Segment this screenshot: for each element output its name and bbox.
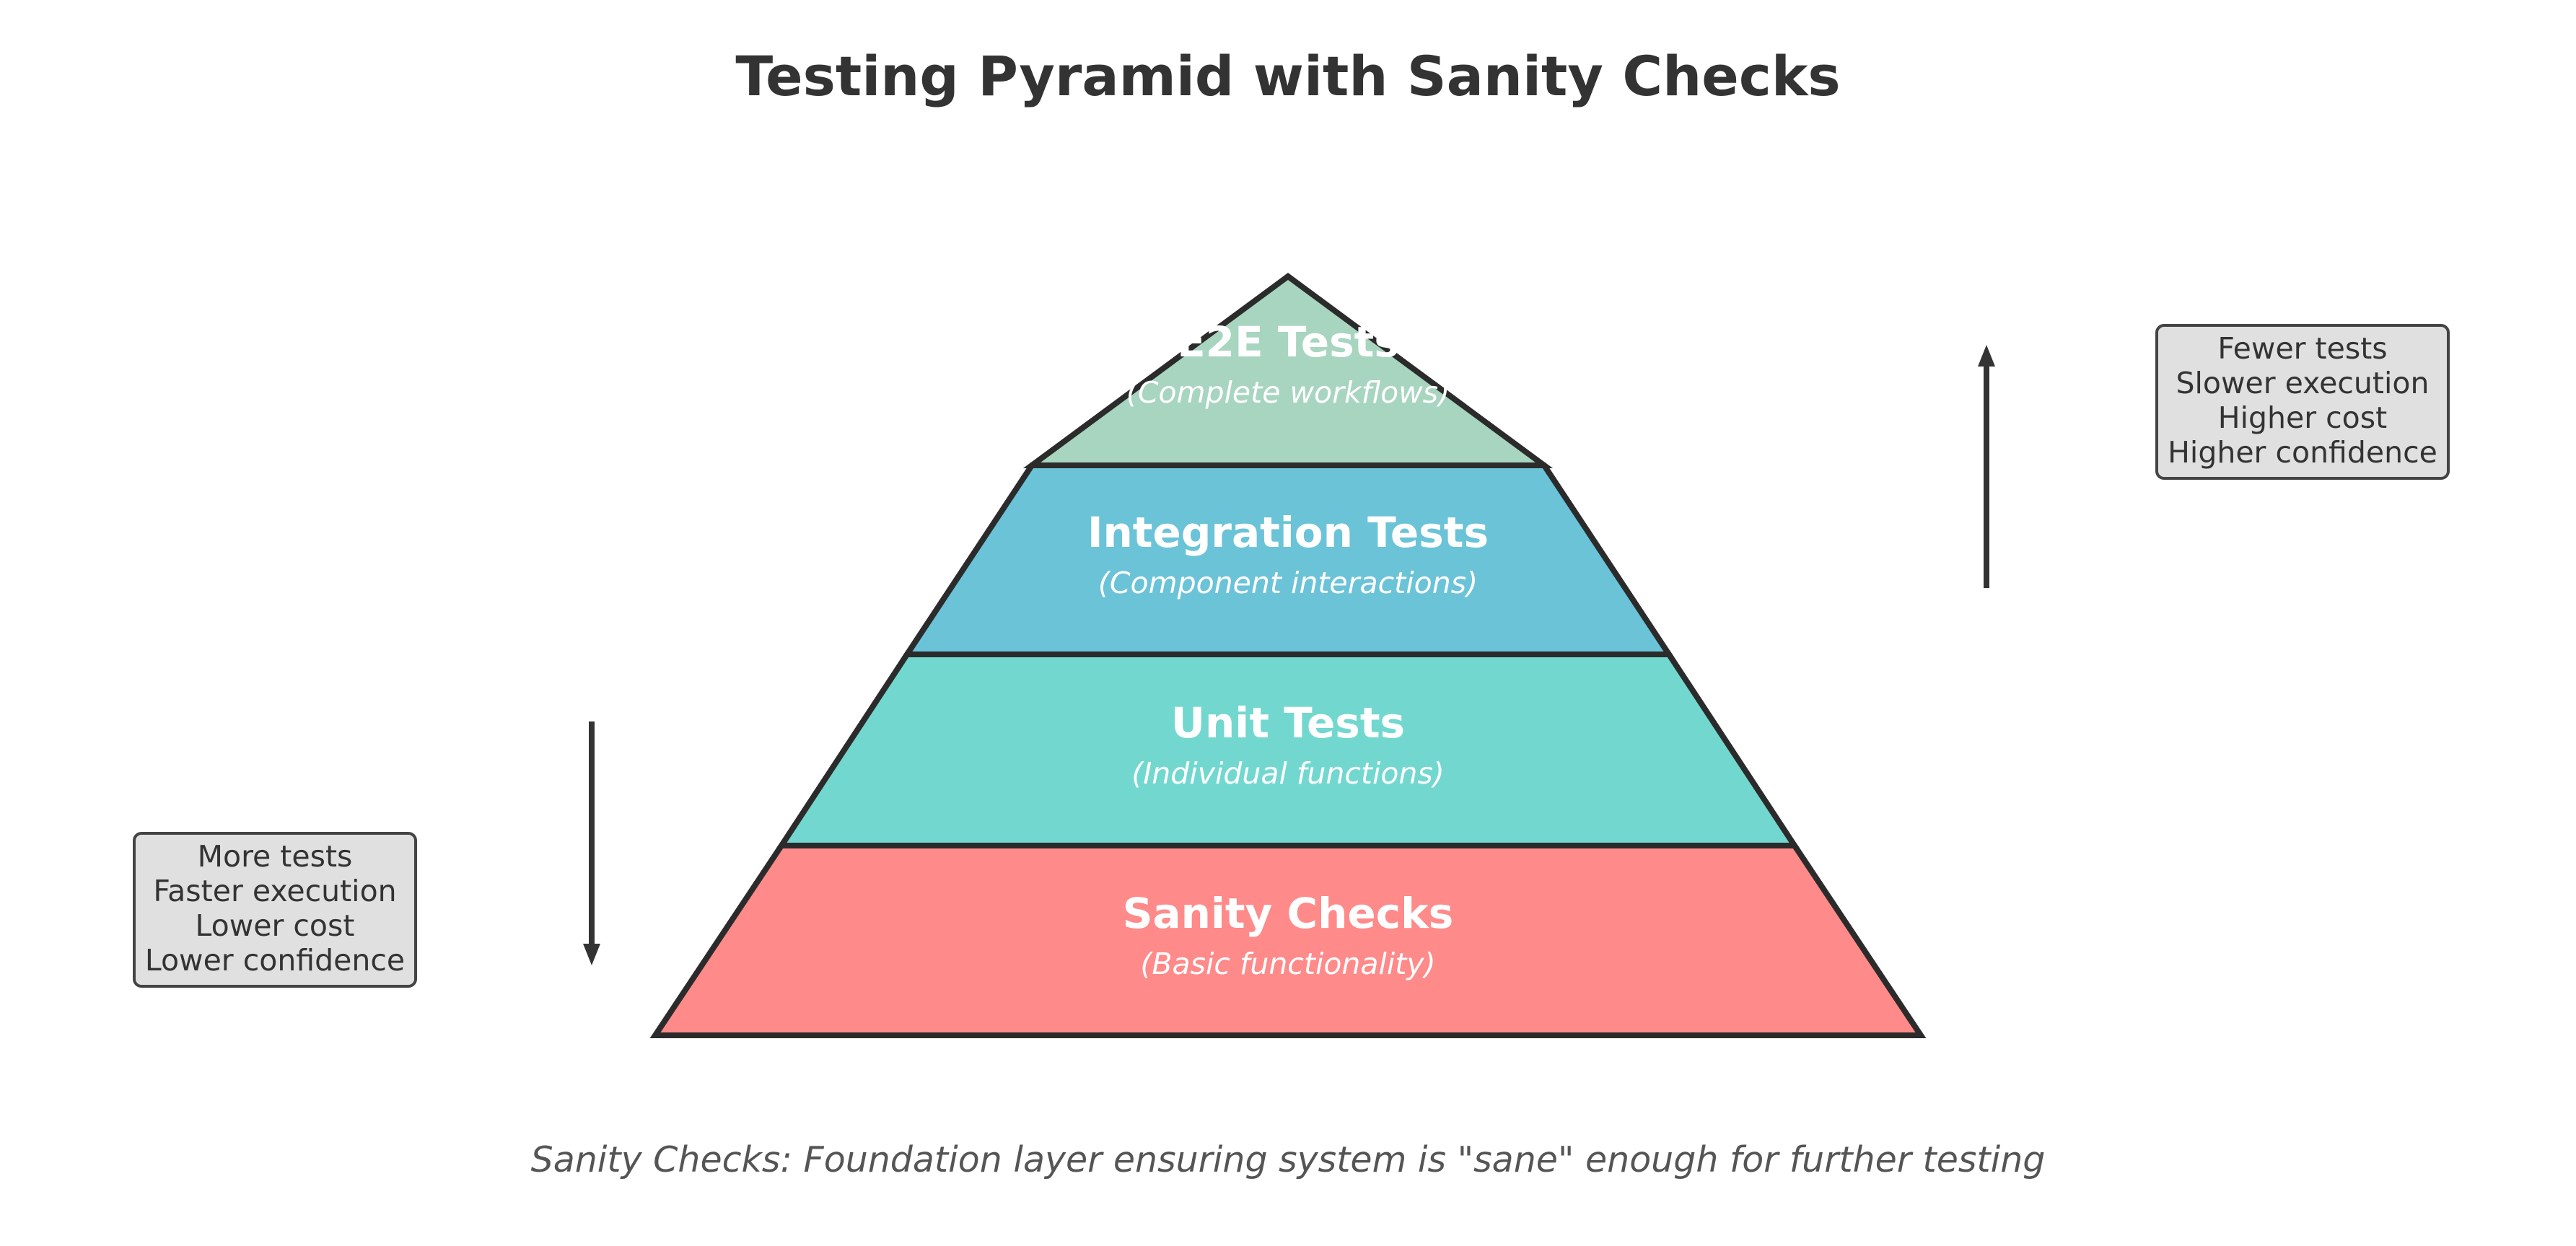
diagram-caption: Sanity Checks: Foundation layer ensuring…: [531, 1139, 2046, 1180]
layer-sanity-checks: [649, 843, 1927, 1038]
top-note-line-3: Higher cost: [2218, 400, 2387, 435]
layer-e2e-tests: [1022, 273, 1554, 468]
top-note-line-2: Slower execution: [2176, 366, 2430, 400]
layer-unit-tests-description: (Individual functions): [1131, 756, 1445, 791]
bottom-note: More tests Faster execution Lower cost L…: [133, 832, 417, 988]
layer-integration-tests: [901, 462, 1675, 657]
layer-integration-tests-description: (Component interactions): [1098, 566, 1478, 600]
bottom-note-line-3: Lower cost: [196, 908, 355, 943]
diagram-title: Testing Pyramid with Sanity Checks: [735, 44, 1840, 108]
bottom-note-line-2: Faster execution: [153, 874, 396, 908]
layer-e2e-tests-name: E2E Tests: [1177, 317, 1399, 367]
up-arrow-icon: [1978, 345, 1995, 588]
down-arrow-icon: [583, 721, 600, 965]
top-note: Fewer tests Slower execution Higher cost…: [2155, 324, 2450, 480]
layer-unit-tests: [776, 651, 1800, 848]
top-note-line-4: Higher confidence: [2168, 435, 2437, 470]
layer-unit-tests-name: Unit Tests: [1171, 698, 1405, 747]
layer-sanity-checks-description: (Basic functionality): [1140, 947, 1435, 981]
layer-sanity-checks-name: Sanity Checks: [1123, 889, 1453, 938]
bottom-note-line-4: Lower confidence: [145, 943, 405, 978]
bottom-note-box: [133, 832, 417, 988]
bottom-note-line-1: More tests: [198, 839, 353, 874]
top-note-line-1: Fewer tests: [2217, 331, 2387, 366]
top-note-box: [2155, 324, 2450, 480]
layer-e2e-tests-description: (Complete workflows): [1126, 375, 1450, 410]
layer-integration-tests-name: Integration Tests: [1087, 508, 1489, 557]
